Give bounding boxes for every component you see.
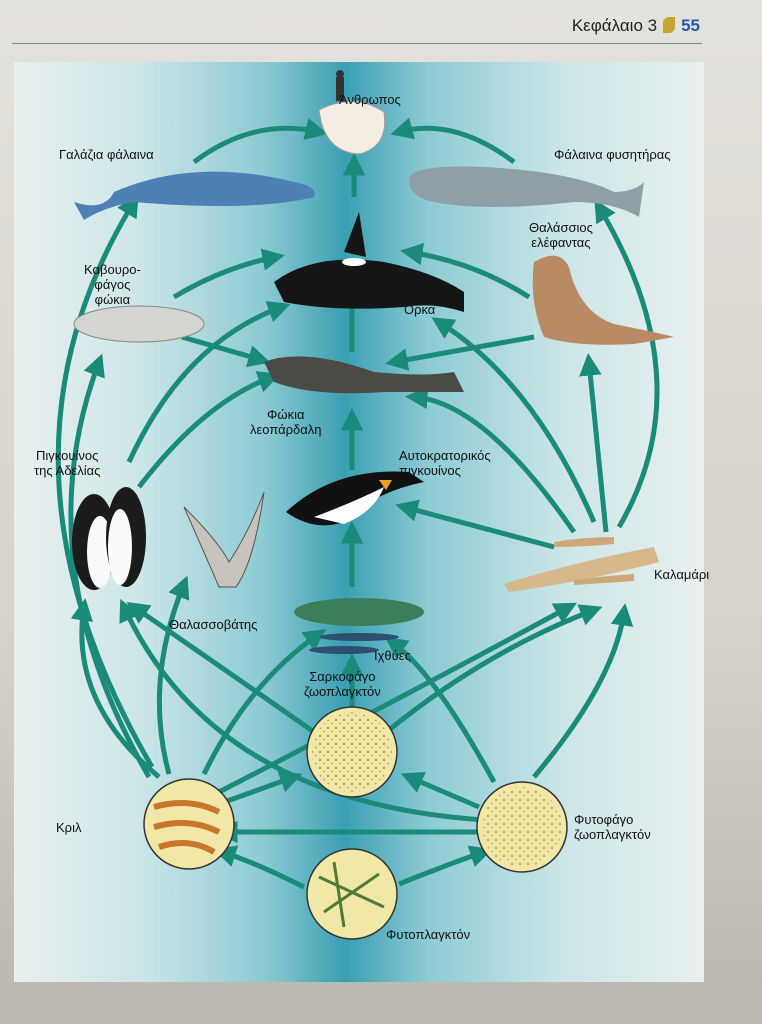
arrow-crabeater-to-orca <box>174 257 276 297</box>
arrow-krill-to-fish <box>204 634 319 774</box>
leaf-icon <box>663 17 675 33</box>
human-icon <box>319 70 385 154</box>
arrow-krill-to-albatross <box>159 584 184 774</box>
label-phytoplankton: Φυτοπλαγκτόν <box>386 927 470 942</box>
label-human: Άνθρωπος <box>339 92 401 107</box>
carnivorous-zooplankton-circle <box>307 707 397 797</box>
arrow-phyto-to-herb <box>399 852 484 884</box>
label-adelie-penguin: Πιγκουίνος της Αδελίας <box>34 448 100 478</box>
arrow-carnivorous-to-squid <box>384 610 594 734</box>
food-web-figure: Άνθρωπος Γαλάζια φάλαινα Φάλαινα φυσητήρ… <box>14 62 704 982</box>
label-carnivorous-zooplankton: Σαρκοφάγο ζωοπλαγκτόν <box>304 669 381 699</box>
label-fish: Ιχθύες <box>374 648 411 663</box>
herbivorous-zooplankton-circle <box>477 782 567 872</box>
chapter-label: Κεφάλαιο 3 <box>572 16 657 35</box>
orca-icon <box>274 212 464 312</box>
arrow-bluewhale-to-human <box>194 128 319 162</box>
leopard-seal-icon <box>264 356 464 393</box>
label-sperm-whale: Φάλαινα φυσητήρας <box>554 147 671 162</box>
sperm-whale-icon <box>409 167 644 217</box>
page-number: 55 <box>681 16 700 35</box>
arrow-squid-to-emperor <box>404 507 554 547</box>
food-web-diagram <box>14 62 704 982</box>
squid-icon <box>504 537 659 592</box>
emperor-penguin-icon <box>286 472 424 526</box>
label-krill: Κριλ <box>56 820 81 835</box>
arrow-phyto-to-krill <box>222 852 304 887</box>
label-albatross: Θαλασσοβάτης <box>169 617 257 632</box>
label-orca: Όρκα <box>404 302 435 317</box>
label-squid: Καλαμάρι <box>654 567 709 582</box>
krill-circle <box>144 779 234 869</box>
label-blue-whale: Γαλάζια φάλαινα <box>59 147 154 162</box>
header-rule <box>12 43 702 44</box>
arrow-krill-to-carnivorous <box>219 777 294 804</box>
arrow-krill-to-adelie <box>82 607 159 777</box>
page-bottom-margin <box>0 982 762 1024</box>
phytoplankton-circle <box>307 849 397 939</box>
adelie-penguin-icon <box>72 487 146 590</box>
arrow-herb-to-carnivorous <box>409 777 479 807</box>
arrow-squid-to-elephant <box>589 362 606 532</box>
label-emperor-penguin: Αυτοκρατορικός πιγκουίνος <box>399 448 491 478</box>
arrow-herb-to-squid <box>534 612 624 777</box>
label-herbivorous-zooplankton: Φυτοφάγο ζωοπλαγκτόν <box>574 812 651 842</box>
blue-whale-icon <box>74 172 315 220</box>
albatross-icon <box>184 492 264 587</box>
arrow-spermwhale-to-human <box>399 128 514 162</box>
chapter-header: Κεφάλαιο 3 55 <box>572 16 700 36</box>
label-crabeater-seal: Καβουρο- φάγος φώκια <box>84 262 141 307</box>
fish-icon <box>294 598 424 654</box>
arrow-squid-to-spermwhale <box>599 207 657 527</box>
label-leopard-seal: Φώκια λεοπάρδαλη <box>250 407 322 437</box>
arrow-herb-to-fish <box>392 642 494 782</box>
crabeater-seal-icon <box>74 306 204 342</box>
label-elephant-seal: Θαλάσσιος ελέφαντας <box>529 220 593 250</box>
